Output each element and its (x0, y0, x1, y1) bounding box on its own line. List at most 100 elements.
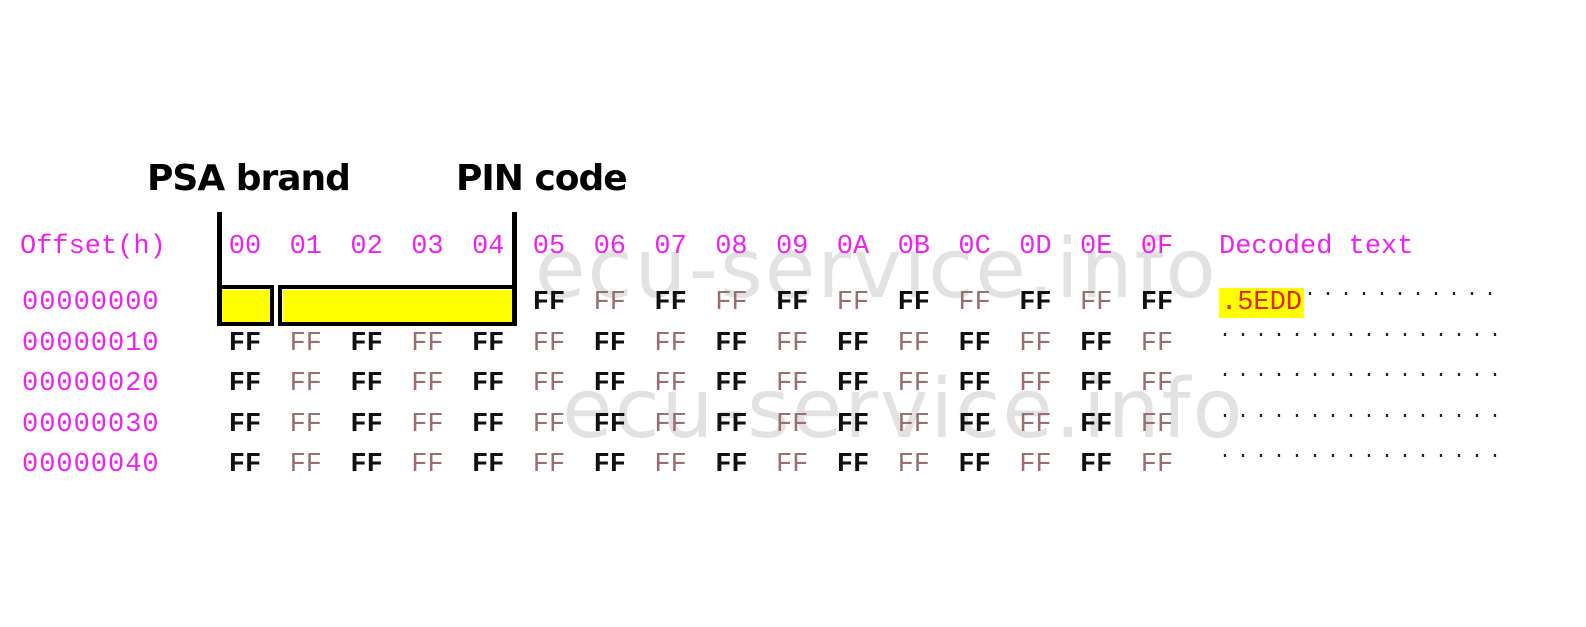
decoded-highlight: .5EDD (1219, 288, 1305, 318)
hex-byte[interactable]: FF (1019, 409, 1052, 440)
hex-byte[interactable]: FF (593, 328, 626, 359)
pin-highlight (283, 290, 513, 322)
psa-brand-label: PSA brand (147, 158, 351, 199)
decoded-text: .5EDD··········· (1219, 283, 1502, 318)
hex-byte[interactable]: FF (471, 369, 505, 399)
hex-byte[interactable]: FF (593, 369, 626, 399)
hex-byte[interactable]: FF (1079, 369, 1113, 399)
hex-byte[interactable]: FF (1019, 288, 1052, 318)
hex-byte[interactable]: FF (836, 288, 870, 318)
hex-byte[interactable]: FF (775, 369, 809, 399)
hex-byte[interactable]: FF (350, 450, 383, 480)
hex-byte[interactable]: FF (1140, 288, 1174, 318)
hex-byte[interactable]: FF (775, 288, 809, 318)
hex-byte[interactable]: FF (1140, 328, 1174, 359)
hex-byte[interactable]: FF (836, 409, 870, 440)
hex-byte[interactable]: FF (654, 369, 687, 399)
hex-byte[interactable]: FF (654, 450, 687, 480)
hex-byte[interactable]: FF (958, 288, 991, 318)
hex-byte[interactable]: FF (1079, 288, 1113, 318)
hex-byte[interactable]: FF (411, 450, 444, 480)
column-header: 04 (471, 232, 505, 262)
hex-byte[interactable]: FF (593, 450, 626, 480)
hex-byte[interactable]: FF (289, 328, 322, 359)
hex-byte[interactable]: FF (897, 288, 930, 318)
hex-byte[interactable]: FF (1079, 409, 1113, 440)
bracket-right-line (512, 212, 517, 326)
hex-byte[interactable]: FF (228, 369, 262, 399)
column-header: 0F (1140, 232, 1174, 262)
column-header: 06 (593, 232, 626, 262)
hex-byte[interactable]: FF (715, 288, 748, 318)
hex-byte[interactable]: FF (715, 409, 748, 440)
hex-byte[interactable]: FF (1140, 369, 1174, 399)
decoded-text: ················ (1219, 405, 1507, 440)
brand-highlight (222, 290, 270, 322)
hex-byte[interactable]: FF (228, 409, 262, 440)
hex-byte[interactable]: FF (350, 328, 383, 359)
column-header: 00 (228, 232, 262, 262)
row-offset: 00000000 (22, 288, 160, 318)
hex-byte[interactable]: FF (1079, 450, 1113, 480)
hex-byte[interactable]: FF (654, 288, 687, 318)
decoded-dots: ················ (1219, 404, 1508, 428)
hex-byte[interactable]: FF (411, 328, 444, 359)
hex-byte[interactable]: FF (836, 369, 870, 399)
hex-byte[interactable]: FF (958, 328, 991, 359)
column-header: 0D (1019, 232, 1052, 262)
column-header: 0B (897, 232, 930, 262)
hex-byte[interactable]: FF (1019, 450, 1052, 480)
hex-byte[interactable]: FF (411, 409, 444, 440)
hex-byte[interactable]: FF (897, 409, 930, 440)
hex-byte[interactable]: FF (1140, 409, 1174, 440)
hex-byte[interactable]: FF (471, 450, 505, 480)
hex-byte[interactable]: FF (228, 450, 262, 480)
hex-byte[interactable]: FF (1019, 328, 1052, 359)
row-offset: 00000010 (22, 328, 160, 359)
hex-byte[interactable]: FF (1019, 369, 1052, 399)
hex-byte[interactable]: FF (350, 409, 383, 440)
hex-byte[interactable]: FF (228, 328, 262, 359)
row-offset: 00000040 (22, 450, 160, 480)
hex-byte[interactable]: FF (958, 409, 991, 440)
hex-byte[interactable]: FF (897, 328, 930, 359)
hex-byte[interactable]: FF (775, 409, 809, 440)
hex-byte[interactable]: FF (411, 369, 444, 399)
hex-byte[interactable]: FF (897, 369, 930, 399)
offset-header: Offset(h) (20, 232, 166, 262)
hex-byte[interactable]: FF (532, 369, 566, 399)
column-header: 07 (654, 232, 687, 262)
hex-byte[interactable]: FF (532, 450, 566, 480)
hex-byte[interactable]: FF (1079, 328, 1113, 359)
hex-byte[interactable]: FF (775, 450, 809, 480)
decoded-text: ················ (1219, 364, 1507, 399)
hex-byte[interactable]: FF (471, 328, 505, 359)
hex-byte[interactable]: FF (350, 369, 383, 399)
hex-byte[interactable]: FF (715, 450, 748, 480)
hex-byte[interactable]: FF (775, 328, 809, 359)
hex-byte[interactable]: FF (715, 369, 748, 399)
hex-byte[interactable]: FF (654, 409, 687, 440)
hex-byte[interactable]: FF (715, 328, 748, 359)
hex-byte[interactable]: FF (532, 288, 566, 318)
hex-byte[interactable]: FF (836, 328, 870, 359)
hex-byte[interactable]: FF (532, 409, 566, 440)
column-header: 08 (715, 232, 748, 262)
hex-byte[interactable]: FF (471, 409, 505, 440)
hex-byte[interactable]: FF (958, 450, 991, 480)
column-header: 09 (775, 232, 809, 262)
hex-byte[interactable]: FF (289, 369, 322, 399)
hex-byte[interactable]: FF (958, 369, 991, 399)
hex-byte[interactable]: FF (593, 409, 626, 440)
hex-byte[interactable]: FF (289, 450, 322, 480)
hex-byte[interactable]: FF (654, 328, 687, 359)
hex-byte[interactable]: FF (593, 288, 626, 318)
column-header: 0C (958, 232, 991, 262)
decoded-dots: ················ (1219, 364, 1508, 387)
hex-byte[interactable]: FF (289, 409, 322, 440)
decoded-text: ················ (1219, 324, 1507, 359)
hex-byte[interactable]: FF (532, 328, 566, 359)
hex-byte[interactable]: FF (1140, 450, 1174, 480)
hex-byte[interactable]: FF (836, 450, 870, 480)
hex-byte[interactable]: FF (897, 450, 930, 480)
